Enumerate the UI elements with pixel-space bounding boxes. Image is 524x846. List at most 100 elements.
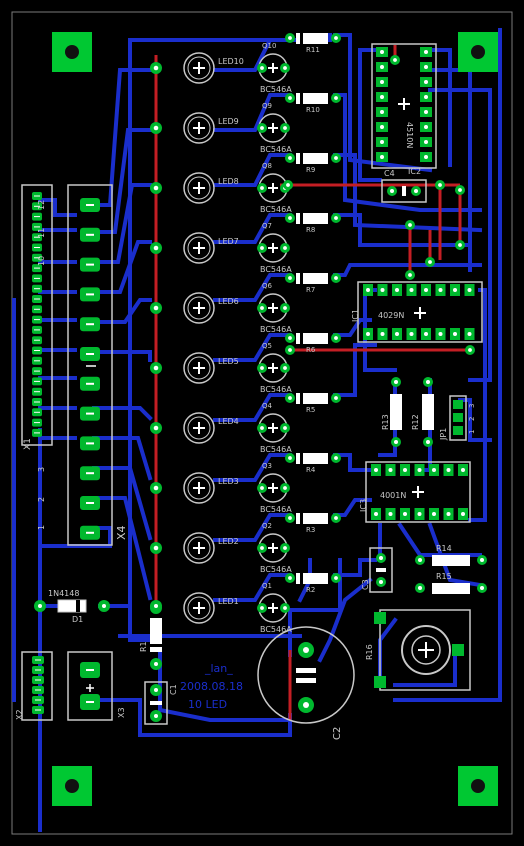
ic2-pin (376, 137, 388, 147)
led-pad (150, 542, 162, 554)
ic2-pin (376, 122, 388, 132)
transistor-pad (280, 483, 290, 493)
ic3-pin (385, 508, 396, 520)
transistor (257, 413, 290, 443)
board-label: _lan_ 2008.08.18 10 LED (180, 662, 243, 711)
x1-number: 11 (37, 228, 46, 238)
via (425, 257, 435, 267)
ic3-pin (429, 464, 439, 476)
ic2-pin (420, 107, 432, 117)
resistor-ref: R3 (306, 526, 315, 534)
x4-pad (80, 406, 100, 421)
led (183, 532, 215, 564)
ic3-pin (414, 464, 425, 476)
x3-connector: X3 (67, 651, 126, 721)
ic2-pin (376, 152, 388, 162)
ic1-pin (435, 284, 446, 296)
resistor-ref: R4 (306, 466, 316, 474)
ic3-pin (443, 464, 454, 476)
resistor-ref: R2 (306, 586, 315, 594)
ic1-pin (406, 284, 417, 296)
x1-pad (32, 274, 42, 283)
ic1-pin (392, 284, 402, 296)
transistor-type: BC546A (260, 85, 292, 94)
resistor-ref: R10 (306, 106, 320, 114)
resistor (285, 333, 341, 344)
x4-pad (80, 436, 100, 451)
ic3-ref: IC3 (359, 499, 368, 512)
board-text-line2: 2008.08.18 (180, 680, 243, 693)
resistor (285, 393, 341, 404)
x4-pad (80, 525, 100, 540)
resistor-r1: R1 (139, 600, 162, 670)
resistor (285, 33, 341, 44)
transistor (257, 353, 290, 383)
capacitor-c1: C1 (144, 681, 178, 725)
transistor-pad (280, 123, 290, 133)
led-pad (150, 242, 162, 254)
resistor (285, 93, 341, 104)
resistor-pad (331, 573, 341, 583)
led (183, 52, 215, 84)
transistor (257, 293, 290, 323)
transistor-pad (280, 303, 290, 313)
x2-pad (32, 686, 44, 694)
led (183, 352, 215, 384)
x1-pad (32, 264, 42, 273)
resistor-pad (285, 213, 295, 223)
transistor-pad (257, 483, 267, 493)
ic3-pin (371, 508, 381, 520)
ic1-pin (363, 328, 373, 340)
resistor-pad (285, 93, 295, 103)
led-pad (150, 302, 162, 314)
resistor (285, 573, 341, 584)
resistor-ref: R7 (306, 286, 315, 294)
resistor-pad (285, 573, 295, 583)
transistor-pad (280, 543, 290, 553)
transistor-ref: Q1 (262, 582, 272, 590)
resistor-pad (285, 153, 295, 163)
led-label: LED6 (218, 297, 239, 306)
led-pad (150, 482, 162, 494)
transistor-type: BC546A (260, 145, 292, 154)
x1-pad (32, 408, 42, 417)
x2-connector: X2 (15, 651, 53, 721)
r14-ref: R14 (436, 544, 452, 553)
led (183, 292, 215, 324)
x1-pad (32, 367, 42, 376)
via (390, 55, 400, 65)
transistor-ref: Q10 (262, 42, 276, 50)
board-text-line1: _lan_ (204, 662, 233, 675)
x1-pad (32, 253, 42, 262)
ic1-pin (421, 328, 431, 340)
ic1-pin (435, 328, 446, 340)
transistor (257, 53, 290, 83)
r1-ref: R1 (139, 641, 148, 652)
jp1-pin: 3 (468, 404, 476, 408)
x1-number: 1 (37, 525, 46, 530)
transistor (257, 533, 290, 563)
led (183, 412, 215, 444)
ic3-pin (385, 464, 396, 476)
led-label: LED8 (218, 177, 239, 186)
transistor-ref: Q9 (262, 102, 272, 110)
ic3-pin (414, 508, 425, 520)
x4-ref: X4 (115, 525, 128, 540)
x4-pad (80, 198, 100, 212)
resistor-pad (285, 333, 295, 343)
transistor-pad (257, 543, 267, 553)
resistor-pad (285, 453, 295, 463)
transistor-ref: Q4 (262, 402, 273, 410)
r16-ref: R16 (365, 644, 374, 660)
ic2-pin (376, 77, 388, 87)
c2-ref: C2 (332, 727, 343, 740)
transistor-ref: Q7 (262, 222, 272, 230)
diode-d1: 1N4148 D1 (34, 589, 110, 624)
x1-pad (32, 222, 42, 231)
ic3-pin (458, 464, 468, 476)
x1-pad (32, 315, 42, 324)
ic1-pin (450, 328, 460, 340)
led-pad (150, 122, 162, 134)
